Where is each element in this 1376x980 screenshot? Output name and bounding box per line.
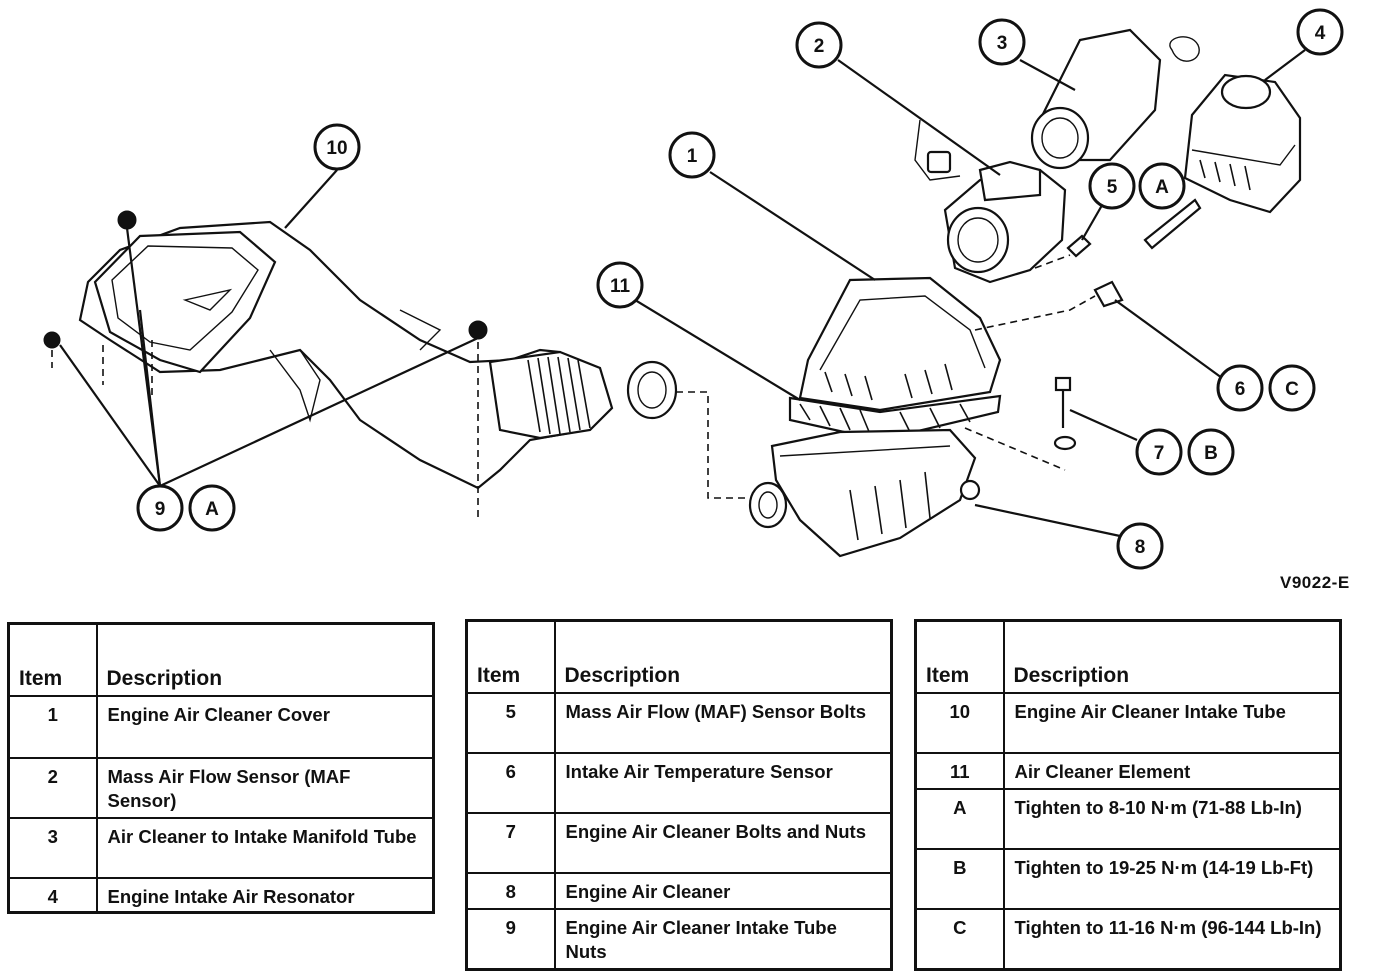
- row-description: Intake Air Temperature Sensor: [553, 752, 893, 814]
- row-description: Air Cleaner to Intake Manifold Tube: [95, 817, 435, 879]
- row-description: Engine Air Cleaner Cover: [95, 695, 435, 759]
- table-row: C Tighten to 11-16 N·m (96-144 Lb-In): [914, 908, 1342, 970]
- callout-9: 9: [136, 484, 184, 532]
- legend-table-2: Item Description 5 Mass Air Flow (MAF) S…: [465, 619, 893, 971]
- row-description: Engine Air Cleaner: [553, 872, 893, 910]
- callout-6: 6: [1216, 364, 1264, 412]
- svg-text:8: 8: [1135, 537, 1146, 558]
- svg-text:C: C: [1285, 379, 1299, 400]
- header-description: Description: [553, 619, 893, 694]
- row-item: 5: [465, 692, 556, 754]
- intake-manifold-tube-drawing: [1030, 28, 1200, 170]
- row-item: 6: [465, 752, 556, 814]
- row-description: Air Cleaner Element: [1002, 752, 1342, 790]
- table-row: A Tighten to 8-10 N·m (71-88 Lb-In): [914, 788, 1342, 850]
- svg-text:A: A: [205, 499, 219, 520]
- header-item: Item: [465, 619, 556, 694]
- svg-text:4: 4: [1315, 23, 1326, 44]
- air-cleaner-housing-drawing: [748, 276, 1002, 558]
- row-description: Engine Intake Air Resonator: [95, 877, 435, 913]
- row-item: 9: [465, 908, 556, 970]
- callout-1: 1: [668, 131, 716, 179]
- callout-8: 8: [1116, 522, 1164, 570]
- callout-7: 7: [1135, 428, 1183, 476]
- table-row: 9 Engine Air Cleaner Intake Tube Nuts: [465, 908, 893, 970]
- row-description: Engine Air Cleaner Intake Tube: [1002, 692, 1342, 754]
- svg-text:9: 9: [155, 499, 166, 520]
- svg-text:7: 7: [1154, 443, 1165, 464]
- svg-text:2: 2: [814, 36, 825, 57]
- table-row: 3 Air Cleaner to Intake Manifold Tube: [7, 817, 435, 879]
- svg-text:11: 11: [610, 276, 631, 297]
- resonator-drawing: [1183, 73, 1302, 214]
- table-row: 6 Intake Air Temperature Sensor: [465, 752, 893, 814]
- row-item: 3: [7, 817, 98, 879]
- callout-10: 10: [313, 123, 361, 171]
- callout-5: 5: [1088, 162, 1136, 210]
- header-item: Item: [914, 619, 1005, 694]
- callout-6-torque-c: C: [1268, 364, 1316, 412]
- row-description: Tighten to 11-16 N·m (96-144 Lb-In): [1002, 908, 1342, 970]
- svg-text:1: 1: [687, 146, 698, 167]
- table-row: 7 Engine Air Cleaner Bolts and Nuts: [465, 812, 893, 874]
- row-description: Tighten to 8-10 N·m (71-88 Lb-In): [1002, 788, 1342, 850]
- callout-4: 4: [1296, 8, 1344, 56]
- svg-text:5: 5: [1107, 177, 1118, 198]
- header-item: Item: [7, 622, 98, 697]
- legend-table-3: Item Description 10 Engine Air Cleaner I…: [914, 619, 1342, 971]
- row-item: 7: [465, 812, 556, 874]
- intake-tube-drawing: [43, 210, 614, 518]
- row-description: Engine Air Cleaner Intake Tube Nuts: [553, 908, 893, 970]
- maf-sensor-drawing: [914, 119, 1092, 284]
- callout-3: 3: [978, 18, 1026, 66]
- row-item: C: [914, 908, 1005, 970]
- leader-lines: [59, 49, 1306, 538]
- svg-text:B: B: [1204, 443, 1218, 464]
- legend-header-row: Item Description: [465, 619, 893, 694]
- row-item: B: [914, 848, 1005, 910]
- table-row: 4 Engine Intake Air Resonator: [7, 877, 435, 913]
- row-item: 8: [465, 872, 556, 910]
- table-row: 5 Mass Air Flow (MAF) Sensor Bolts: [465, 692, 893, 754]
- table-row: 1 Engine Air Cleaner Cover: [7, 695, 435, 759]
- row-item: 4: [7, 877, 98, 913]
- row-item: A: [914, 788, 1005, 850]
- hose-clamp-drawing: [626, 360, 752, 499]
- row-item: 11: [914, 752, 1005, 790]
- svg-text:3: 3: [997, 33, 1008, 54]
- callout-7-torque-b: B: [1187, 428, 1235, 476]
- callout-11: 11: [596, 261, 644, 309]
- header-description: Description: [95, 622, 435, 697]
- table-row: B Tighten to 19-25 N·m (14-19 Lb-Ft): [914, 848, 1342, 910]
- row-description: Mass Air Flow Sensor (MAF Sensor): [95, 757, 435, 819]
- row-item: 1: [7, 695, 98, 759]
- svg-text:10: 10: [326, 138, 347, 159]
- callout-9-torque-a: A: [188, 484, 236, 532]
- legend-header-row: Item Description: [7, 622, 435, 697]
- row-description: Mass Air Flow (MAF) Sensor Bolts: [553, 692, 893, 754]
- svg-text:A: A: [1155, 177, 1169, 198]
- row-item: 10: [914, 692, 1005, 754]
- row-description: Tighten to 19-25 N·m (14-19 Lb-Ft): [1002, 848, 1342, 910]
- header-description: Description: [1002, 619, 1342, 694]
- callout-5-torque-a: A: [1138, 162, 1186, 210]
- table-row: 2 Mass Air Flow Sensor (MAF Sensor): [7, 757, 435, 819]
- row-description: Engine Air Cleaner Bolts and Nuts: [553, 812, 893, 874]
- row-item: 2: [7, 757, 98, 819]
- table-row: 8 Engine Air Cleaner: [465, 872, 893, 910]
- exploded-parts-diagram: 10 9 A 1 11 2 3 4 5 A 6 C 7 B 8: [43, 8, 1344, 570]
- callout-2: 2: [795, 21, 843, 69]
- table-row: 11 Air Cleaner Element: [914, 752, 1342, 790]
- svg-text:6: 6: [1235, 379, 1246, 400]
- figure-code: V9022-E: [1280, 573, 1350, 592]
- legend-table-1: Item Description 1 Engine Air Cleaner Co…: [7, 622, 435, 914]
- legend-header-row: Item Description: [914, 619, 1342, 694]
- table-row: 10 Engine Air Cleaner Intake Tube: [914, 692, 1342, 754]
